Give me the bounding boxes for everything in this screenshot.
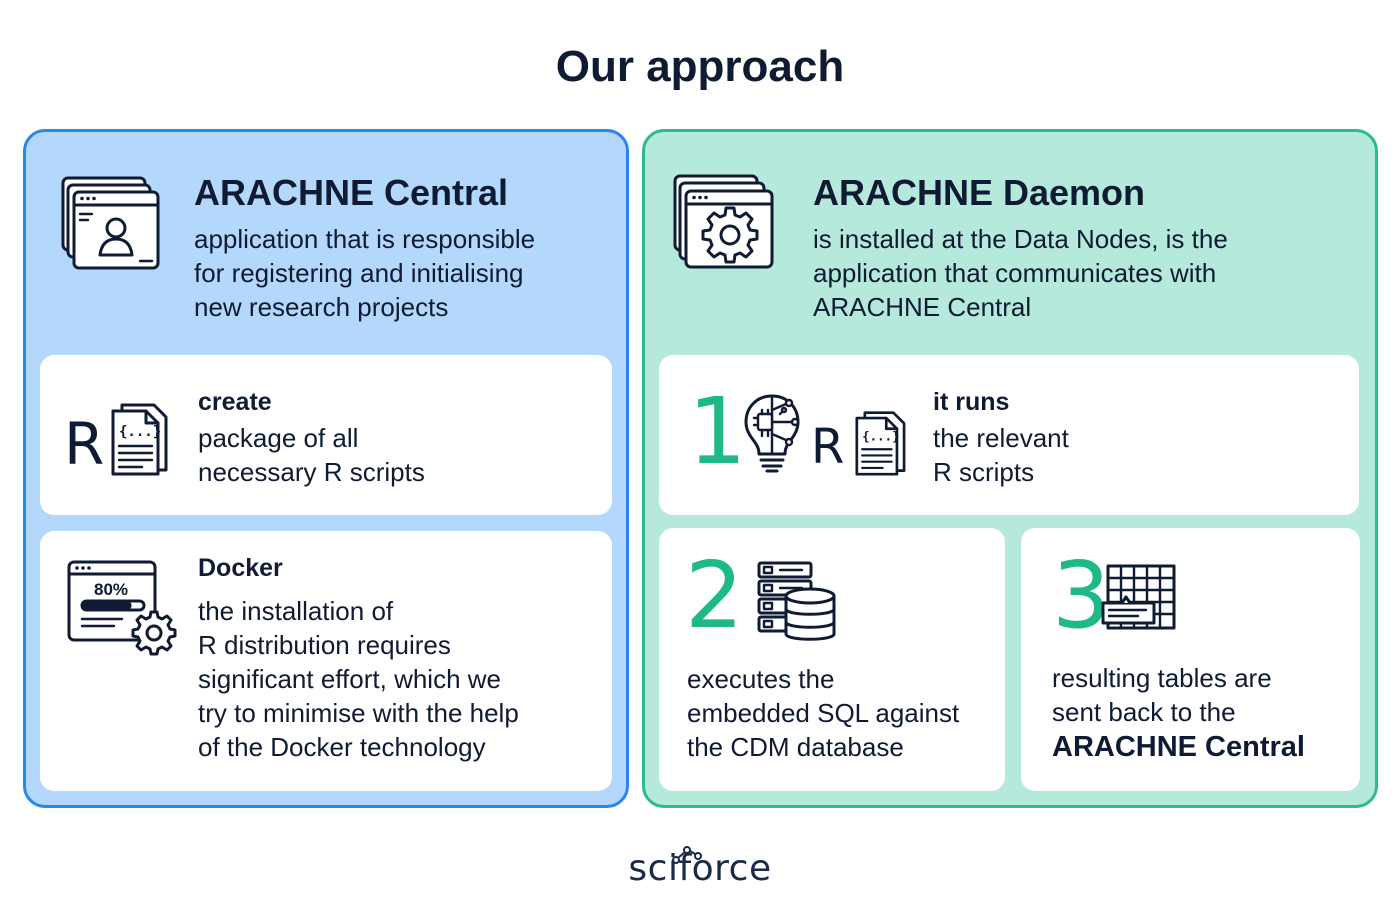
docker-card-line: try to minimise with the help xyxy=(198,698,519,728)
central-description-line: new research projects xyxy=(194,292,449,322)
step-3-number: 3 xyxy=(1052,542,1111,649)
progress-label: 80% xyxy=(94,580,128,599)
daemon-description-line: application that communicates with xyxy=(813,258,1217,288)
docker-card-title: Docker xyxy=(198,554,283,582)
docker-card-line: the installation of xyxy=(198,596,394,626)
step-2-line: the CDM database xyxy=(687,732,904,762)
daemon-heading: ARACHNE Daemon xyxy=(813,172,1146,213)
docker-card-line: of the Docker technology xyxy=(198,732,486,762)
svg-text:{...}: {...} xyxy=(119,424,161,440)
step-1-text: the relevant R scripts xyxy=(933,421,1069,489)
r-letter: R xyxy=(64,410,105,478)
daemon-description-line: ARACHNE Central xyxy=(813,292,1032,322)
step-2-number: 2 xyxy=(685,542,744,649)
step-2-text: executes the embedded SQL against the CD… xyxy=(687,662,959,764)
step-2-card xyxy=(659,528,1005,791)
step-1-number: 1 xyxy=(688,378,747,485)
r-letter: R xyxy=(811,419,845,475)
daemon-description: is installed at the Data Nodes, is the a… xyxy=(813,222,1228,324)
docker-card-line: R distribution requires xyxy=(198,630,451,660)
create-card-line: package of all xyxy=(198,423,359,453)
server-database-icon xyxy=(757,561,836,641)
logo-network-icon xyxy=(672,846,702,864)
page-title: Our approach xyxy=(555,42,845,91)
create-card-title: create xyxy=(198,388,272,416)
step-2-line: embedded SQL against xyxy=(687,698,960,728)
create-card-line: necessary R scripts xyxy=(198,457,425,487)
logo-text: sciforce xyxy=(628,848,772,889)
r-script-file-icon: {...} xyxy=(855,411,906,476)
step-2-line: executes the xyxy=(687,664,835,694)
step-1-line: R scripts xyxy=(933,457,1035,487)
ai-bulb-icon xyxy=(744,394,800,473)
svg-text:{...}: {...} xyxy=(862,428,900,443)
create-card-text: package of all necessary R scripts xyxy=(198,421,425,489)
daemon-window-gear-icon xyxy=(673,174,774,269)
step-3-line: resulting tables are xyxy=(1052,663,1272,693)
step-1-line: the relevant xyxy=(933,423,1069,453)
step-3-text: resulting tables are sent back to the AR… xyxy=(1052,661,1305,765)
table-grid-icon xyxy=(1101,564,1176,630)
central-description-line: application that is responsible xyxy=(194,224,536,254)
step-3-card xyxy=(1021,528,1360,791)
r-script-file-icon: {...} xyxy=(111,403,168,476)
docker-card-text: the installation of R distribution requi… xyxy=(198,594,519,764)
docker-card-line: significant effort, which we xyxy=(198,664,501,694)
central-description-line: for registering and initialising xyxy=(194,258,524,288)
central-heading: ARACHNE Central xyxy=(194,172,509,213)
step-3-bold-line: ARACHNE Central xyxy=(1052,731,1305,763)
step-1-title: it runs xyxy=(933,388,1010,416)
sciforce-logo: sciforce xyxy=(0,848,1400,889)
progress-fill xyxy=(82,601,132,610)
step-3-line: sent back to the xyxy=(1052,697,1236,727)
central-description: application that is responsible for regi… xyxy=(194,222,535,324)
docker-install-progress-icon: 80% xyxy=(67,560,177,656)
central-window-user-icon xyxy=(61,176,160,270)
daemon-description-line: is installed at the Data Nodes, is the xyxy=(813,224,1228,254)
